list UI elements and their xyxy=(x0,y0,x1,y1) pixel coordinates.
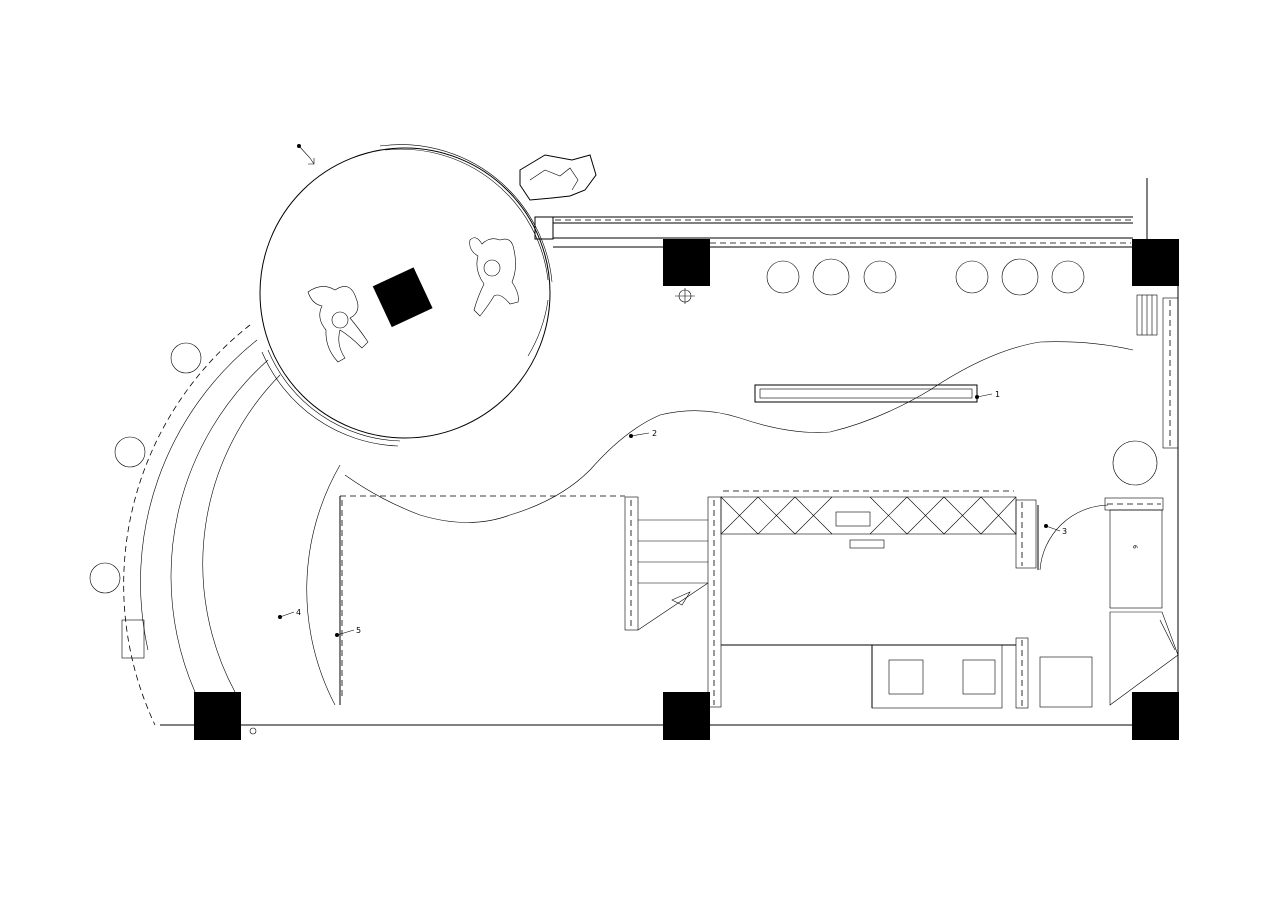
annotations: 1 2 3 4 5 6 xyxy=(278,390,1138,637)
figure-icon xyxy=(469,237,519,317)
center-block xyxy=(372,267,433,328)
label: 3 xyxy=(1062,527,1067,536)
structural-columns xyxy=(194,239,1179,740)
column xyxy=(194,692,241,740)
arrow-icon xyxy=(297,144,315,165)
staircase xyxy=(624,496,722,708)
rock-planter xyxy=(519,154,597,201)
wavy-boundary xyxy=(344,341,1134,523)
column xyxy=(663,692,710,740)
counter-area xyxy=(721,637,1093,709)
curved-arcs xyxy=(121,324,341,726)
figure-icon xyxy=(307,286,369,363)
right-wall xyxy=(1104,294,1179,511)
marker-icon xyxy=(675,288,695,304)
round-platform xyxy=(259,144,553,447)
column xyxy=(1132,692,1179,740)
truss-shelf xyxy=(720,490,1017,549)
column xyxy=(1132,239,1179,286)
partition xyxy=(339,495,625,705)
display-strip xyxy=(754,384,978,403)
label: 4 xyxy=(296,608,301,617)
door xyxy=(1015,499,1109,571)
cabinet xyxy=(1109,509,1179,706)
round-elements xyxy=(89,258,1158,735)
label: 6 xyxy=(1131,545,1138,549)
label: 2 xyxy=(652,429,657,438)
label: 5 xyxy=(356,626,361,635)
label: 1 xyxy=(995,390,1000,399)
column xyxy=(663,239,710,286)
